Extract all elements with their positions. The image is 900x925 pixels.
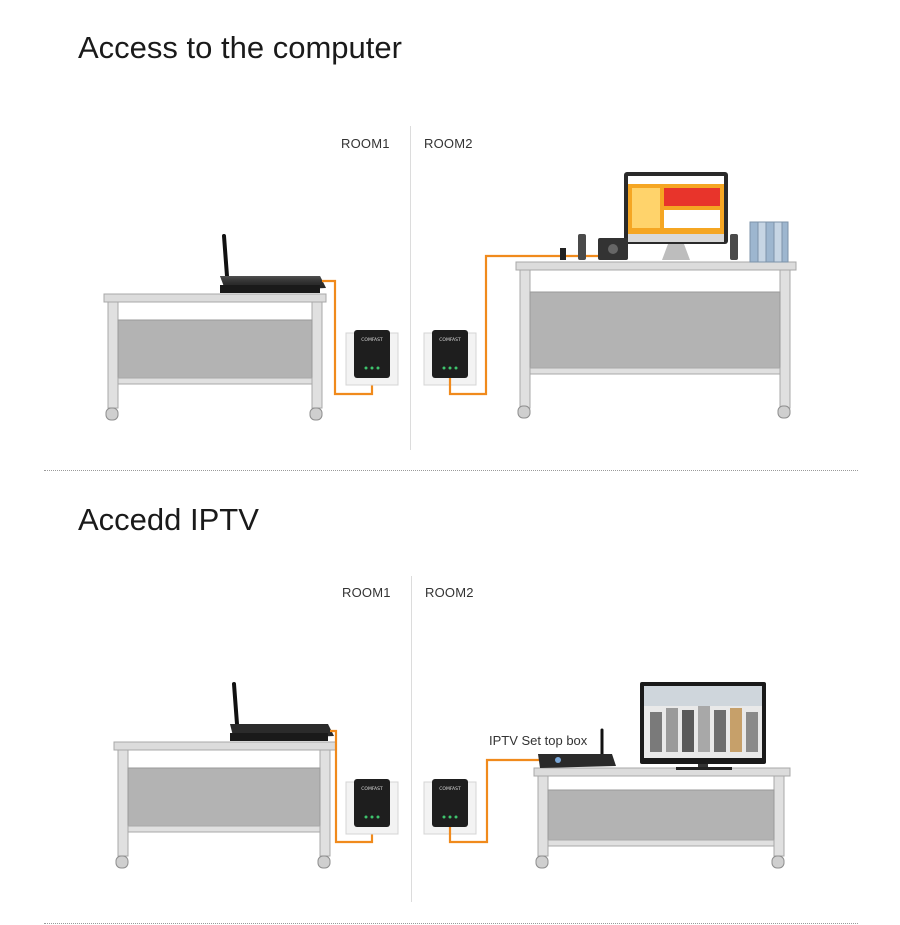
powerline-adapter-icon: COMFAST <box>345 779 399 835</box>
device-caption: IPTV Set top box <box>489 733 588 748</box>
room1-label: ROOM1 <box>341 136 390 151</box>
section-title: Access to the computer <box>78 30 402 65</box>
powerline-adapter-icon: COMFAST <box>345 330 399 386</box>
powerline-adapter-icon: COMFAST <box>423 330 477 386</box>
adapter-brand: COMFAST <box>439 786 461 792</box>
adapter-brand: COMFAST <box>439 337 461 343</box>
adapter-brand: COMFAST <box>361 337 383 343</box>
section-title: Accedd IPTV <box>78 502 259 537</box>
section-divider <box>44 470 858 471</box>
book-stack-icon <box>749 221 789 263</box>
network-diagram-computer: COMFAST COMFAST <box>103 172 797 421</box>
room2-label: ROOM2 <box>424 136 473 151</box>
desktop-computer-icon <box>624 172 728 260</box>
speaker-icon <box>560 234 738 260</box>
section-computer-access: Access to the computer ROOM1 ROOM2 COMFA… <box>44 30 858 471</box>
room1-label: ROOM1 <box>342 585 391 600</box>
network-diagram-iptv: COMFAST COMFAST <box>113 682 791 869</box>
wifi-router-icon <box>230 682 334 741</box>
set-top-box-icon <box>538 728 616 768</box>
section-divider <box>44 923 858 924</box>
room1-table <box>103 293 327 421</box>
room2-desk <box>515 261 797 419</box>
wifi-router-icon <box>220 234 326 293</box>
room-divider <box>410 126 411 450</box>
tv-stand <box>533 767 791 869</box>
room-divider <box>411 576 412 902</box>
section-iptv-access: Accedd IPTV ROOM1 ROOM2 IPTV Set top box… <box>0 472 900 925</box>
room2-label: ROOM2 <box>425 585 474 600</box>
room1-table <box>113 741 337 869</box>
powerline-adapter-icon: COMFAST <box>423 779 477 835</box>
television-icon <box>640 682 766 770</box>
adapter-brand: COMFAST <box>361 786 383 792</box>
